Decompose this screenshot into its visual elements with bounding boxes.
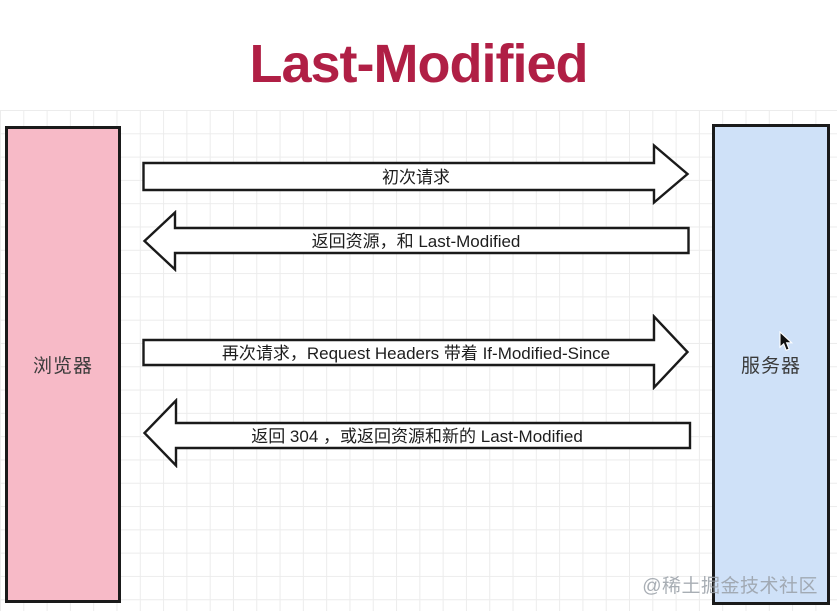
- arrow-initial-request-label: 初次请求: [382, 168, 450, 187]
- arrow-return-resource-label: 返回资源，和 Last-Modified: [311, 232, 521, 251]
- arrow-second-request: 再次请求，Request Headers 带着 If-Modified-Sinc…: [142, 314, 690, 390]
- watermark: @稀土掘金技术社区: [642, 576, 818, 597]
- server-node: 服务器: [712, 124, 830, 605]
- page-title: Last-Modified: [249, 34, 589, 94]
- left-arrow-icon: [142, 210, 690, 272]
- arrow-return-304-label: 返回 304 ，或返回资源和新的 Last-Modified: [251, 427, 583, 446]
- browser-node: 浏览器: [5, 126, 121, 603]
- arrow-second-request-label: 再次请求，Request Headers 带着 If-Modified-Sinc…: [221, 344, 611, 363]
- mouse-cursor-icon: [779, 331, 793, 352]
- right-arrow-icon: [142, 314, 690, 390]
- right-arrow-icon: [142, 143, 690, 205]
- arrow-return-304: 返回 304 ，或返回资源和新的 Last-Modified: [142, 398, 692, 468]
- left-arrow-icon: [142, 398, 692, 468]
- arrow-return-resource: 返回资源，和 Last-Modified: [142, 210, 690, 272]
- server-node-label: 服务器: [740, 356, 801, 377]
- arrow-initial-request: 初次请求: [142, 143, 690, 205]
- browser-node-label: 浏览器: [32, 356, 93, 377]
